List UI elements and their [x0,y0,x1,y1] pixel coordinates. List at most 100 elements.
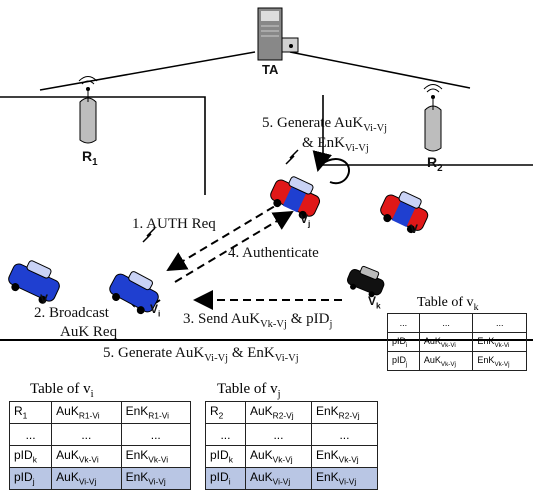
cell-subscript: Vi-Vj [338,476,357,487]
cell-text: ... [339,427,350,442]
table-vk-cell: pIDj [387,351,420,371]
cell-subscript: Vi-Vj [148,476,166,487]
cell-text: EnK [477,354,495,365]
table-vk-cell: pIDi [387,332,420,352]
label-vj-sub: j [308,218,311,229]
cell-subscript: Vk-Vi [494,341,510,349]
cell-subscript: Vk-Vi [78,454,99,465]
table-vj-caption: Table of vj [217,381,281,400]
table-vi-cell: AuKVi-Vj [51,467,122,490]
table-vi-cell: AuKR1-Vi [51,401,122,424]
loop-vj [312,150,350,185]
step-5-bottom-text: 5. Generate AuK [103,345,205,361]
cell-text: AuK [56,470,79,485]
table-vj-cell: pIDi [205,467,246,490]
car-v-left-icon [8,260,60,304]
cell-subscript: R2-Vj [338,410,360,421]
label-r2-sub: 2 [437,162,443,174]
cell-subscript: 2 [218,410,224,421]
cell-text: EnK [125,404,149,419]
rsu-r1-icon [78,76,98,144]
cell-text: ... [495,318,504,328]
cell-subscript: Vk-Vj [338,454,359,465]
ta-server-icon [257,7,299,61]
table-vk-cell: ... [472,313,527,333]
car-vj-icon [270,176,321,219]
cell-text: AuK [249,404,273,419]
label-r1-base: R [82,148,93,164]
cell-subscript: i [406,341,408,349]
table-vj-cell: ... [310,423,379,446]
step-5-bottom-sub: Vi-Vj [204,353,229,364]
label-vk-sub: k [376,300,381,311]
step-2-line1: 2. Broadcast [34,305,109,321]
label-vi: Vi [150,302,160,318]
step-5-top-sub2: Vi-Vj [344,143,369,154]
cell-subscript: R1-Vi [78,410,100,421]
cell-subscript: R1-Vi [148,410,170,421]
table-vi-cell: EnKR1-Vi [120,401,192,424]
cell-text: ... [25,427,36,442]
table-vi-cell: ... [120,423,192,446]
cell-text: AuK [423,354,441,365]
table-vi-cell: pIDk [8,445,53,468]
table-vi-cell: pIDj [8,467,53,490]
cell-subscript: Vk-Vi [148,454,169,465]
network-links [39,51,471,91]
table-vj-cell: ... [244,423,312,446]
step-3-label: 3. Send AuKVk-Vj & pIDj [183,311,332,330]
table-vi-cell: ... [8,423,53,446]
table-vj-cell: R2 [205,401,246,424]
table-vk-cell: ... [418,313,474,333]
step-3-tail: & pID [286,311,330,327]
table-vi-cell: EnKVk-Vi [120,445,192,468]
cell-text: AuK [249,448,273,463]
label-r2-base: R [427,154,438,170]
table-vk-caption-text: Table of v [417,295,474,310]
label-v-left: V [40,292,49,306]
table-vi-row: ......... [8,423,192,446]
table-vj-cell: EnKR2-Vj [310,401,379,424]
cell-subscript: j [406,360,408,368]
cell-subscript: Vk-Vj [272,454,293,465]
table-vj-cell: AuKVk-Vj [244,445,312,468]
cell-text: EnK [125,448,149,463]
table-vj-cell: EnKVi-Vj [310,467,379,490]
label-r1: R1 [82,148,98,168]
step-5-top-line2-text: & EnK [302,135,345,151]
wireless-signal-icons [142,149,299,243]
cell-text: pID [210,448,229,463]
cell-subscript: Vi-Vj [78,476,97,487]
cell-subscript: i [228,476,231,487]
cell-text: ... [273,427,284,442]
cell-text: ... [442,318,450,328]
table-vj-cell: AuKR2-Vj [244,401,312,424]
table-vj-caption-text: Table of v [217,381,278,397]
table-vi-cell: R1 [8,401,53,424]
cell-subscript: Vk-Vi [440,341,456,349]
cell-text: ... [399,318,408,328]
table-vk-cell: ... [387,313,420,333]
table-vk-caption-sub: k [473,301,479,313]
step-5-top-line1: 5. Generate AuKVi-Vj [262,115,387,134]
label-vk: Vk [368,294,381,310]
step-5-top-line2: & EnKVi-Vj [302,135,369,154]
step-5-bottom-label: 5. Generate AuKVi-Vj & EnKVi-Vj [103,345,299,364]
step-3-tail-sub: j [329,319,333,330]
cell-text: AuK [56,448,79,463]
table-vk-cell: EnKVk-Vi [472,332,527,352]
cell-text: AuK [423,335,441,346]
label-r2: R2 [427,154,443,174]
step-5-bottom-mid: & EnK [228,345,275,361]
table-vi-caption-sub: i [90,389,94,400]
table-vi-cell: EnKVi-Vj [120,467,192,490]
